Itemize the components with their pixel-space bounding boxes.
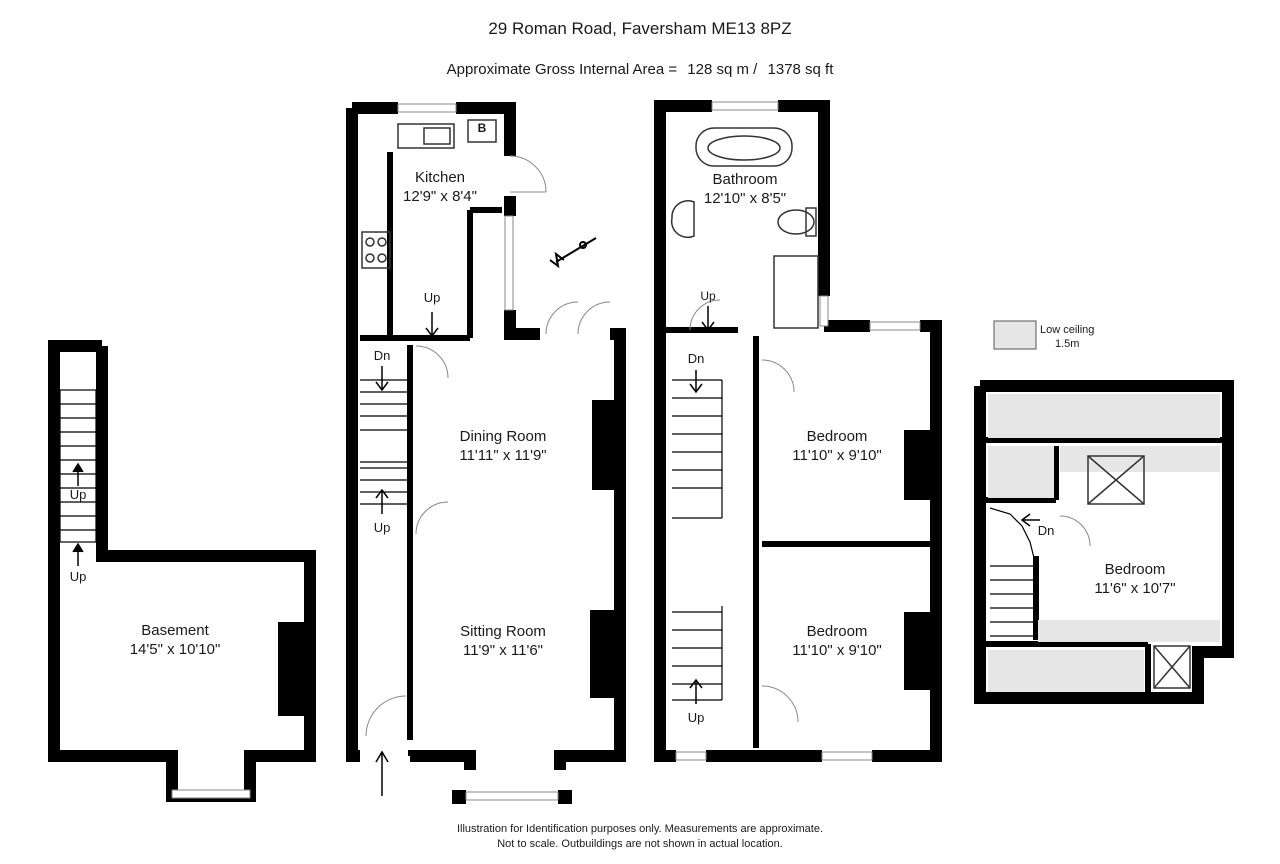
gross-internal-area: Approximate Gross Internal Area = 128 sq… — [0, 61, 1280, 78]
kitchen-step-up-label: Up — [423, 290, 441, 305]
plan-title: 29 Roman Road, Faversham ME13 8PZ — [488, 19, 792, 38]
loft-walls — [974, 380, 1234, 704]
footer-line-1: Illustration for Identification purposes… — [456, 823, 824, 835]
footer-line-2: Not to scale. Outbuildings are not shown… — [497, 838, 783, 850]
area-sqft: 1378 sq ft — [767, 61, 834, 78]
basement-stair-up-label: Up — [69, 487, 87, 502]
first-stair-up-label: Up — [687, 710, 705, 725]
basement-stair-up-label-2: Up — [69, 569, 87, 584]
legend-swatch — [993, 320, 1037, 350]
ground-floor-walls — [346, 340, 360, 762]
footer-disclaimer: Illustration for Identification purposes… — [0, 822, 1280, 852]
legend-line-1: Low ceiling — [1040, 324, 1095, 336]
compass-icon — [549, 237, 597, 269]
legend-line-2: 1.5m — [1054, 338, 1080, 350]
area-label: Approximate Gross Internal Area = — [446, 61, 678, 78]
first-floor-walls — [654, 100, 712, 330]
boiler-label: B — [477, 121, 487, 135]
ground-stair-up-label: Up — [373, 520, 391, 535]
bathroom-step-up-label: Up — [700, 289, 716, 303]
area-sqm: 128 sq m / — [687, 61, 758, 78]
legend-low-ceiling: Low ceiling 1.5m — [1040, 323, 1094, 351]
ground-stair-down-label: Dn — [373, 348, 391, 363]
first-stair-down-label: Dn — [687, 351, 705, 366]
loft-stair-down-label: Dn — [1037, 523, 1055, 538]
